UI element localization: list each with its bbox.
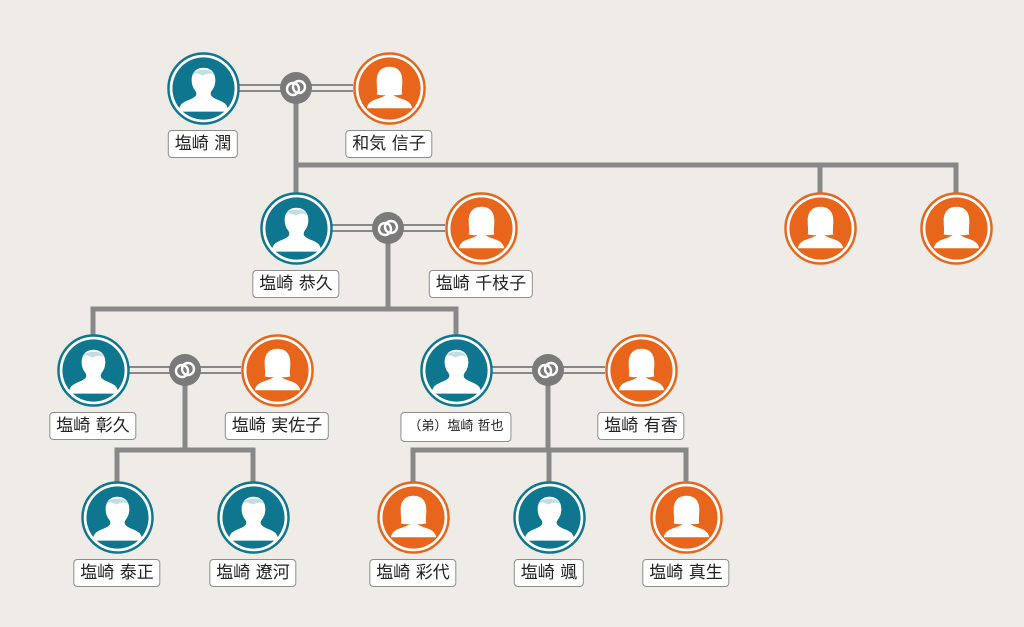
person-name-label: 塩崎 実佐子 [224,412,330,440]
male-avatar-icon [167,52,240,125]
female-avatar-icon [241,334,314,407]
person-name-label: 塩崎 遼河 [209,559,297,587]
female-avatar-icon [920,192,993,265]
person-name-label: 塩崎 彰久 [49,412,137,440]
female-avatar-icon [605,334,678,407]
female-avatar-icon [353,52,426,125]
person-name-label: 塩崎 千枝子 [428,270,534,298]
person-name-label: 塩崎 真生 [642,559,730,587]
female-avatar-icon [784,192,857,265]
female-avatar-icon [445,192,518,265]
female-avatar-icon [650,481,723,554]
male-avatar-icon [513,481,586,554]
person-name-label: 塩崎 恭久 [252,270,340,298]
person-name-label: 塩崎 彩代 [369,559,457,587]
person-name-label: 和気 信子 [345,130,433,158]
person-name-label: 塩崎 有香 [597,412,685,440]
person-name-label: 塩崎 泰正 [73,559,161,587]
male-avatar-icon [57,334,130,407]
male-avatar-icon [260,192,333,265]
male-avatar-icon [81,481,154,554]
person-name-label: 塩崎 颯 [513,559,585,587]
male-avatar-icon [217,481,290,554]
person-name-label: （弟）塩崎 哲也 [400,412,512,442]
female-avatar-icon [377,481,450,554]
person-name-label: 塩崎 潤 [167,130,239,158]
male-avatar-icon [420,334,493,407]
